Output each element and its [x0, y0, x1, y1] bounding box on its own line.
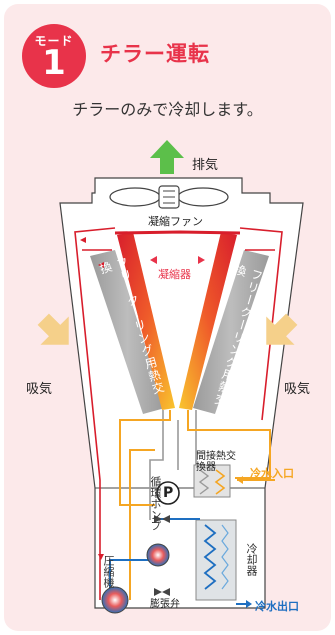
condenser-coil-right	[179, 232, 237, 410]
mode-number: 1	[42, 43, 66, 83]
exhaust-arrow	[150, 140, 184, 174]
intake-label-left: 吸気	[26, 382, 53, 397]
compressor-icon	[101, 586, 129, 614]
chilled-water-in-label: 冷水入口	[250, 467, 294, 480]
condenser-coil-left	[117, 232, 175, 410]
mode-badge: モード 1	[22, 24, 86, 88]
intake-arrow-left	[37, 313, 69, 345]
mode-label: モード	[34, 34, 74, 48]
fan-icon	[109, 185, 229, 209]
expansion-valve-icon	[154, 515, 170, 596]
pump-symbol: P	[163, 485, 174, 501]
cooler-unit	[195, 519, 237, 601]
expansion-valve-label: 膨張弁	[150, 599, 180, 610]
condenser-label: 凝縮器	[158, 268, 191, 281]
indirect-heat-exchanger	[193, 464, 231, 498]
free-cooling-panel-left	[90, 250, 165, 414]
chilled-water-out-arrow	[236, 600, 252, 608]
intake-arrow-right	[266, 313, 298, 345]
fan-label: 凝縮ファン	[148, 215, 203, 228]
compressor-upper-icon	[146, 543, 170, 567]
indirect-hx-label: 間接熱交換器	[196, 451, 236, 473]
exhaust-label: 排気	[192, 158, 219, 173]
cooler-label: 冷却器	[245, 543, 258, 576]
page-title: チラー運転	[100, 42, 210, 66]
free-cooling-panel-right	[193, 250, 269, 414]
chilled-water-in-arrow	[237, 476, 275, 484]
pump-icon	[156, 481, 180, 505]
intake-label-right: 吸気	[284, 382, 311, 397]
compressor-label: 圧縮機	[102, 555, 115, 588]
chilled-water-out-label: 冷水出口	[255, 600, 299, 613]
circulation-pump-label: 循環ポンプ	[149, 476, 162, 531]
unit-housing	[59, 177, 304, 609]
page-subtitle: チラーのみで冷却します。	[72, 100, 263, 119]
